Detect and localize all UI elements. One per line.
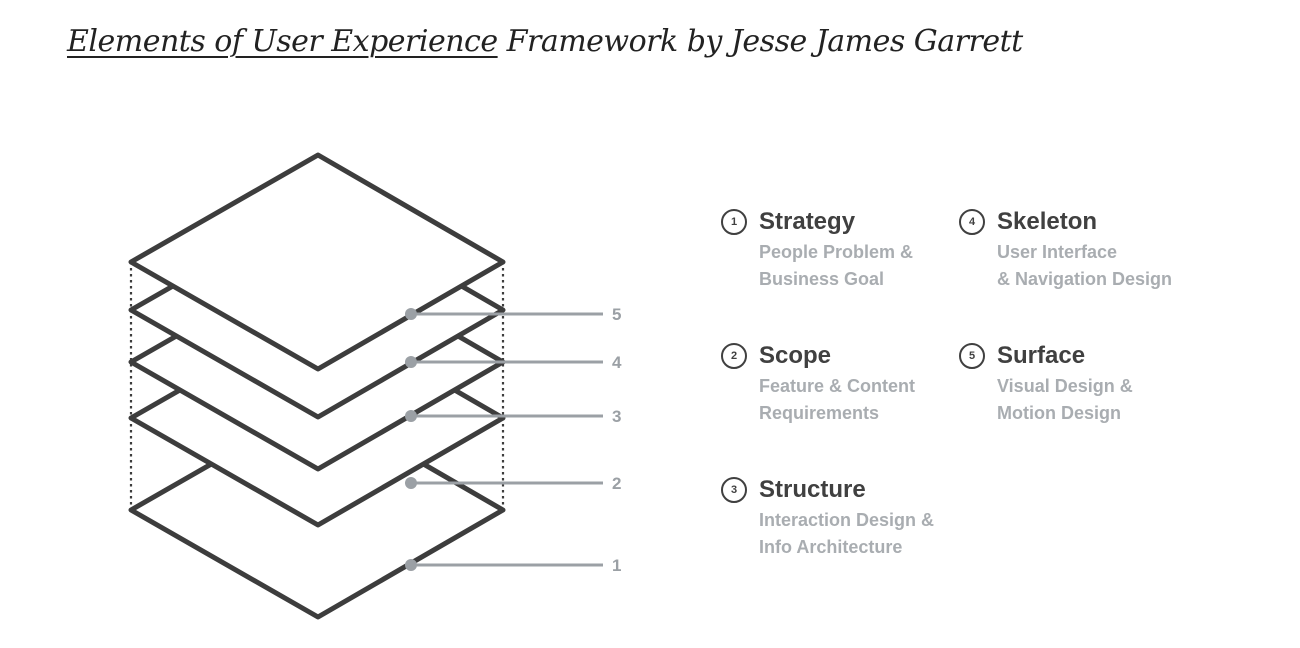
legend-description-line: People Problem & — [759, 242, 914, 262]
layer-number-label: 3 — [612, 407, 621, 426]
legend-title: Scope — [759, 342, 832, 369]
title-link[interactable]: Elements of User Experience — [67, 24, 498, 59]
leader-dot — [405, 559, 417, 571]
leader-dot — [405, 308, 417, 320]
layer-number-label: 4 — [612, 353, 622, 372]
legend-item-surface: 5 Surface Visual Design & Motion Design — [959, 341, 1199, 427]
layers — [128, 152, 506, 620]
legend-item-strategy: 1 Strategy People Problem & Business Goa… — [721, 207, 961, 293]
layer-number-label: 2 — [612, 474, 621, 493]
legend-item-scope: 2 Scope Feature & Content Requirements — [721, 341, 961, 427]
legend-description-line: Info Architecture — [759, 537, 903, 557]
legend-description-line: & Navigation Design — [997, 269, 1173, 289]
number-5-icon: 5 — [959, 343, 985, 369]
layer-number-label: 5 — [612, 305, 621, 324]
legend-item-skeleton: 4 Skeleton User Interface & Navigation D… — [959, 207, 1199, 293]
legend-description: User Interface & Navigation Design — [997, 239, 1199, 293]
legend-description-line: User Interface — [997, 242, 1118, 262]
legend-description-line: Interaction Design & — [759, 510, 935, 530]
number-4-icon: 4 — [959, 209, 985, 235]
layer-stack-diagram: 5 4 3 2 1 — [128, 152, 622, 620]
leader-dot — [405, 356, 417, 368]
legend-description-line: Motion Design — [997, 403, 1121, 423]
legend-item-structure: 3 Structure Interaction Design & Info Ar… — [721, 475, 961, 561]
page-title: Elements of User Experience Framework by… — [67, 20, 1023, 64]
legend-title: Skeleton — [997, 208, 1098, 235]
legend-description: People Problem & Business Goal — [759, 239, 961, 293]
leader-dot — [405, 410, 417, 422]
layer-leaders: 5 4 3 2 1 — [405, 305, 622, 575]
title-text: Framework by Jesse James Garrett — [497, 24, 1024, 59]
number-2-icon: 2 — [721, 343, 747, 369]
legend-description-line: Feature & Content — [759, 376, 916, 396]
legend-description: Visual Design & Motion Design — [997, 373, 1199, 427]
number-3-icon: 3 — [721, 477, 747, 503]
legend-description-line: Requirements — [759, 403, 880, 423]
legend-title: Surface — [997, 342, 1086, 369]
legend-description-line: Business Goal — [759, 269, 885, 289]
legend-title: Strategy — [759, 208, 856, 235]
legend-description: Feature & Content Requirements — [759, 373, 961, 427]
legend-description-line: Visual Design & — [997, 376, 1133, 396]
layer-number-label: 1 — [612, 556, 621, 575]
legend-description: Interaction Design & Info Architecture — [759, 507, 961, 561]
leader-dot — [405, 477, 417, 489]
number-1-icon: 1 — [721, 209, 747, 235]
legend-title: Structure — [759, 476, 866, 503]
